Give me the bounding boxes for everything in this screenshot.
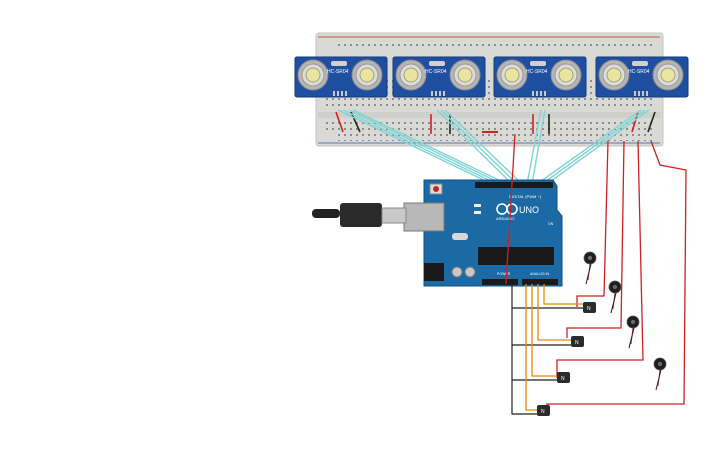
sensor-label: HC-SR04 [327, 69, 349, 75]
power-header [482, 279, 518, 285]
power-wires [505, 133, 687, 408]
ultrasonic-sensors: HC-SR04 HC-SR04 HC-SR04 HC-SR04 [294, 56, 689, 98]
motor-drivers: N N N N [537, 251, 667, 416]
jumper-wire [647, 111, 656, 133]
transistor: N [571, 336, 584, 347]
arduino-model: UNO [519, 205, 539, 215]
digital-label: DIGITAL (PWM ~) [509, 194, 542, 199]
ground-wires [511, 284, 583, 415]
ultrasonic-sensor: HC-SR04 [493, 56, 587, 98]
breadboard-center-channel [318, 112, 661, 118]
capacitor [464, 266, 476, 278]
ultrasonic-sensor: HC-SR04 [294, 56, 388, 98]
vibration-motor [608, 280, 622, 314]
breadboard-top-rail [336, 40, 654, 48]
arduino-uno: ARDUINO UNO DIGITAL (PWM ~) POWER ANALOG… [403, 179, 563, 287]
capacitor [451, 266, 463, 278]
on-label: ON [548, 222, 554, 226]
arduino-logo [496, 203, 518, 215]
atmega-chip [478, 247, 554, 265]
sensor-label: HC-SR04 [628, 69, 650, 75]
control-wires [525, 284, 585, 411]
ultrasonic-sensor: HC-SR04 [392, 56, 486, 98]
vibration-motor [583, 251, 597, 285]
transistor: N [583, 302, 596, 313]
analog-header [522, 279, 558, 285]
transistor: N [557, 372, 570, 383]
usb-jack [403, 202, 445, 232]
sensor-label: HC-SR04 [425, 69, 447, 75]
jumper-wire [335, 111, 344, 133]
transistor-label: N [541, 409, 545, 415]
vibration-motor [626, 315, 640, 349]
crystal [452, 233, 468, 240]
signal-wires [337, 109, 650, 185]
ultrasonic-sensor: HC-SR04 [595, 56, 689, 98]
power-jack [424, 263, 444, 281]
transistor-label: N [587, 306, 591, 312]
digital-header [475, 182, 553, 188]
analog-label: ANALOG IN [530, 272, 550, 276]
sensor-label: HC-SR04 [526, 69, 548, 75]
vibration-motor [653, 357, 667, 391]
breadboard-bottom-rail [336, 134, 654, 141]
transistor-label: N [575, 340, 579, 346]
breadboard-lower-holes [322, 120, 654, 132]
transistor: N [537, 405, 550, 416]
transistor-label: N [561, 376, 565, 382]
power-label: POWER [497, 272, 511, 276]
arduino-brand: ARDUINO [496, 216, 514, 221]
usb-cable [312, 203, 407, 227]
